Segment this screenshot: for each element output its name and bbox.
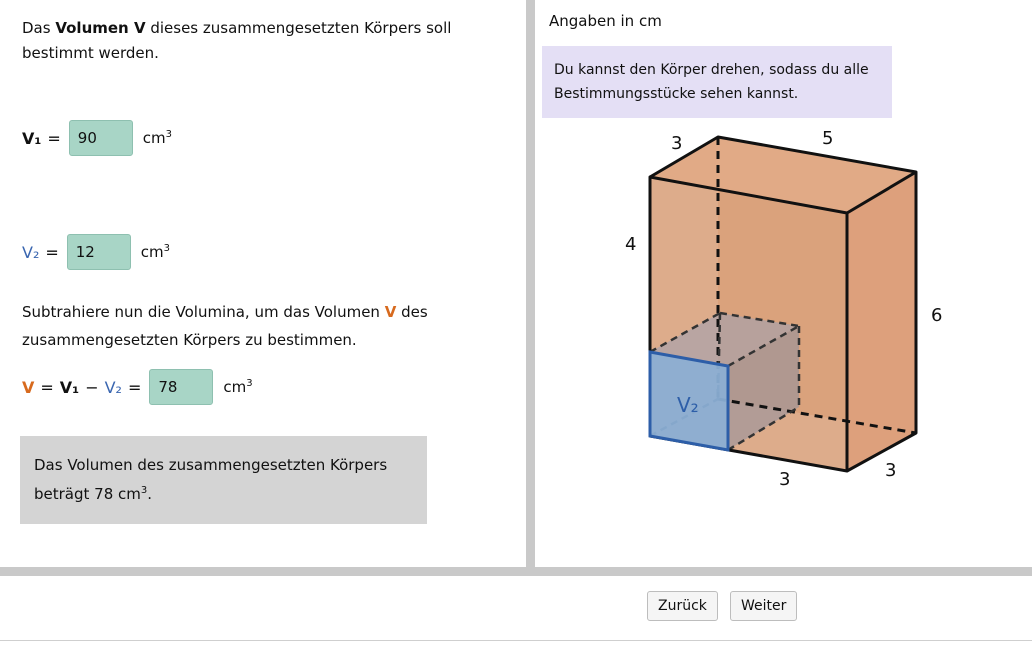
instruction-post: des zusammengesetzten Körpers zu bestimm…	[22, 303, 428, 349]
v1-input[interactable]	[68, 120, 133, 156]
formula-v: V	[22, 377, 35, 397]
hint-box: Du kannst den Körper drehen, sodass du a…	[542, 46, 892, 118]
formula-unit-exp: 3	[246, 378, 253, 389]
instruction-text: Subtrahiere nun die Volumina, um das Vol…	[22, 298, 492, 354]
formula-row: V = V₁ − V₂ = cm3	[22, 369, 253, 405]
cube-front-face	[648, 350, 730, 452]
dimension-labels: 3 5 4 6 3 3	[625, 128, 942, 490]
v1-unit-exp: 3	[165, 129, 173, 140]
v1-unit-base: cm	[142, 129, 166, 147]
instruction-pre: Subtrahiere nun die Volumina, um das Vol…	[22, 303, 385, 321]
dim-bottom-mid: 3	[779, 469, 790, 490]
formula-minus: −	[85, 377, 99, 397]
result-exp: 3	[140, 485, 148, 496]
horizontal-divider[interactable]	[0, 567, 1032, 576]
v2-unit: cm3	[141, 243, 170, 261]
result-text: Das Volumen des zusammengesetzten Körper…	[34, 456, 388, 503]
formula-unit: cm3	[223, 378, 252, 396]
vertical-divider[interactable]	[526, 0, 535, 567]
intro-pre: Das	[22, 19, 56, 37]
formula-equals: =	[40, 377, 54, 397]
v2-label: V₂	[22, 242, 40, 262]
intro-text: Das Volumen V dieses zusammengesetzten K…	[22, 16, 492, 66]
v2-row: V₂ = cm3	[22, 234, 170, 270]
v1-equals: =	[47, 128, 61, 148]
formula-v2: V₂	[104, 377, 122, 397]
v1-unit: cm3	[143, 129, 172, 147]
dim-left: 4	[625, 234, 636, 255]
formula-unit-base: cm	[223, 378, 247, 396]
composite-body-figure[interactable]: V₂ 3 5 4 6 3 3	[535, 0, 1032, 567]
result-box: Das Volumen des zusammengesetzten Körper…	[20, 436, 427, 524]
cube-hidden-edges	[649, 311, 801, 452]
visible-edges	[648, 135, 918, 473]
v-result-input[interactable]	[149, 369, 214, 405]
intro-post: dieses zusammengesetzten Körpers soll be…	[22, 19, 452, 62]
left-panel: Das Volumen V dieses zusammengesetzten K…	[0, 0, 526, 567]
back-button[interactable]: Zurück	[647, 591, 718, 621]
v1-row: V₁ = cm3	[22, 120, 172, 156]
v2-unit-exp: 3	[163, 243, 170, 254]
box-side-face	[847, 172, 916, 471]
v2-input[interactable]	[66, 234, 131, 270]
hidden-edges	[716, 137, 917, 435]
dim-top-right: 5	[822, 128, 833, 149]
intro-bold: Volumen V	[55, 19, 146, 37]
v2-equals: =	[45, 242, 59, 262]
next-button[interactable]: Weiter	[730, 591, 798, 621]
dim-right: 6	[931, 305, 942, 326]
bottom-bar	[0, 576, 1032, 641]
formula-v1: V₁	[59, 377, 80, 397]
v2-unit-base: cm	[140, 243, 164, 261]
result-end: .	[147, 485, 153, 503]
dim-bottom-right: 3	[885, 460, 896, 481]
dim-top-left: 3	[671, 133, 682, 154]
formula-equals-2: =	[127, 377, 142, 397]
v1-label: V₁	[22, 128, 42, 148]
cube-top-face	[650, 313, 799, 366]
instruction-v: V	[384, 303, 397, 321]
right-panel: Angaben in cm Du kannst den Körper drehe…	[535, 0, 1032, 567]
units-note: Angaben in cm	[549, 12, 662, 30]
cube-label: V₂	[677, 393, 699, 417]
cube-side-face	[728, 326, 799, 450]
